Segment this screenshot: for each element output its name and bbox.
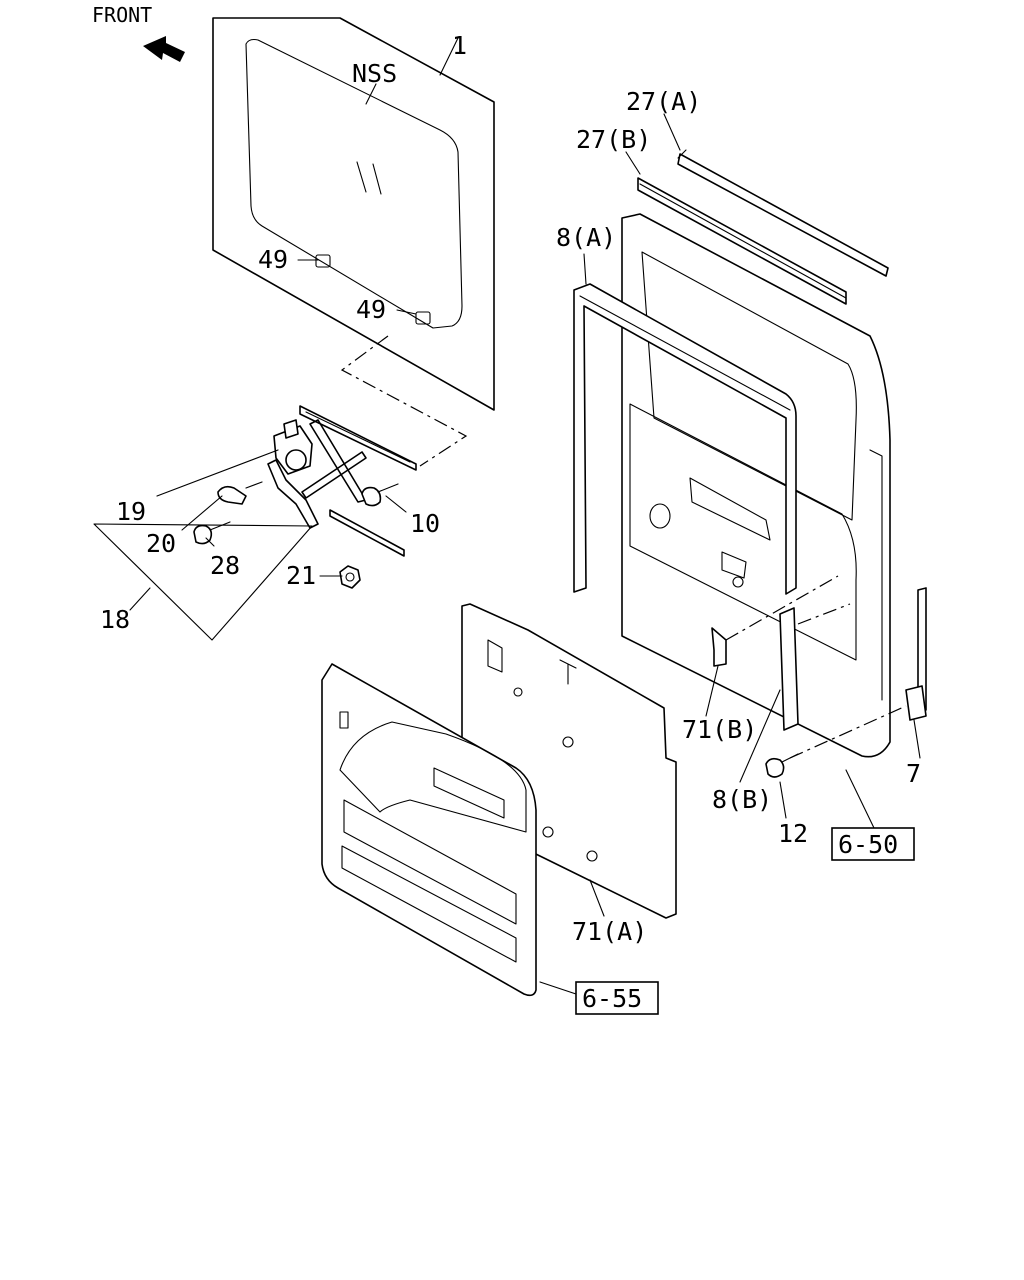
ref-6-55: 6-55 [582,984,642,1013]
callout-1: 1 [452,31,467,60]
outer-strip-27a[interactable] [677,149,889,277]
callout-7: 7 [906,759,921,788]
callout-49-lower: 49 [356,295,386,324]
callout-21: 21 [286,561,316,590]
callout-71a: 71(A) [572,917,647,946]
ref-box-6-55[interactable] [575,981,659,1015]
callout-28: 28 [210,551,240,580]
callout-27a: 27(A) [626,87,701,116]
callout-19: 19 [116,497,146,526]
callout-27b: 27(B) [576,125,651,154]
callout-71b: 71(B) [682,715,757,744]
ref-6-50: 6-50 [838,830,898,859]
run-channel-8b[interactable] [779,607,799,731]
outer-strip-27b[interactable] [637,177,847,305]
bolt-12[interactable] [765,753,799,778]
callout-8a: 8(A) [556,223,616,252]
door-trim-panel[interactable] [321,663,537,997]
sealing-screen-71b[interactable] [711,627,727,667]
window-regulator[interactable] [267,405,417,557]
run-channel-8a[interactable] [573,283,797,595]
regulator-bolt-10[interactable] [361,483,399,507]
door-glass[interactable] [212,17,495,411]
glass-clip-upper [315,254,331,268]
regulator-screw-20[interactable] [217,481,263,505]
door-panel[interactable] [621,213,891,758]
callout-8b: 8(B) [712,785,772,814]
glass-clip-lower [415,311,431,325]
callout-12: 12 [778,819,808,848]
front-arrow-icon [143,36,185,62]
callout-18: 18 [100,605,130,634]
regulator-nut-21[interactable] [339,565,361,589]
door-lock-rod[interactable] [905,587,927,721]
callout-20: 20 [146,529,176,558]
callout-10: 10 [410,509,440,538]
front-label: FRONT [92,3,152,27]
ref-box-6-50[interactable] [831,827,915,861]
callout-nss: NSS [352,59,397,88]
callout-18-bracket [93,523,313,641]
front-indicator: FRONT [92,3,185,62]
callout-49-upper: 49 [258,245,288,274]
